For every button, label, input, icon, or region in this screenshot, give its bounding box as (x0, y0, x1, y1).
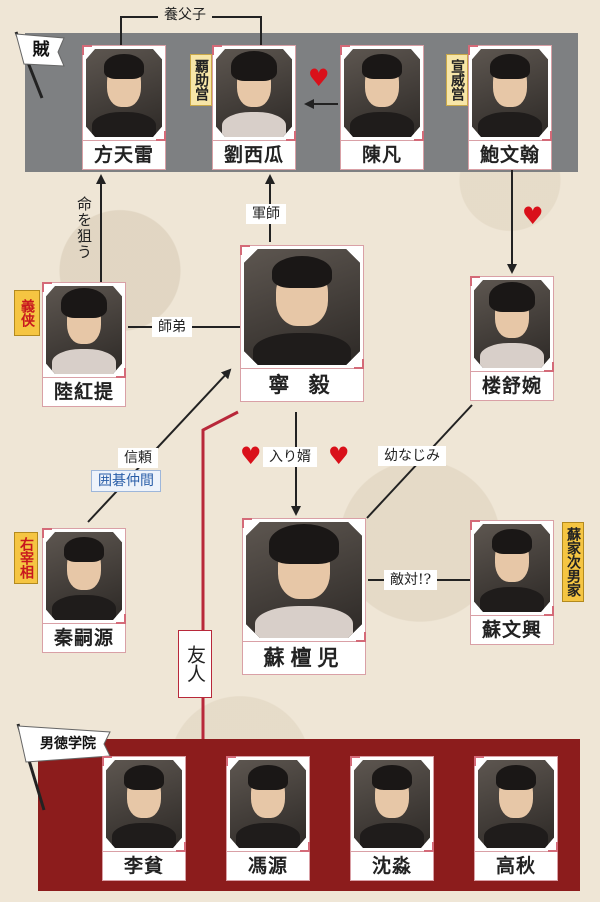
portrait-gao-qiu (478, 760, 554, 848)
qin-to-ning-line (87, 368, 232, 523)
name-su-tanger: 蘇檀児 (242, 642, 366, 675)
tag-su-wenxing: 蘇家次男家 (562, 522, 584, 602)
card-shen-miao[interactable]: 沈淼 (350, 756, 434, 881)
name-li-pin: 李貧 (102, 852, 186, 881)
card-feng-yuan[interactable]: 馮源 (226, 756, 310, 881)
portrait-frame (470, 520, 554, 616)
heart-icon: ♥ (522, 202, 544, 230)
card-chen-fan[interactable]: 陳凡 (340, 45, 424, 170)
portrait-su-wenxing (474, 524, 550, 612)
label-rival: 敵対!? (384, 570, 438, 590)
tag-liu-xigua: 覇助営 (190, 54, 212, 106)
portrait-frame (42, 528, 126, 624)
portrait-frame (212, 45, 296, 141)
card-li-pin[interactable]: 李貧 (102, 756, 186, 881)
card-lu-hongti[interactable]: 陸紅提 (42, 282, 126, 407)
portrait-frame (470, 276, 554, 372)
heart-icon: ♥ (240, 442, 262, 470)
school-flag: 男徳学院 (4, 722, 114, 812)
portrait-feng-yuan (230, 760, 306, 848)
bandits-flag: 賊 (6, 30, 66, 100)
portrait-liu-xigua (216, 49, 292, 137)
card-qin-siyuan[interactable]: 秦嗣源 (42, 528, 126, 653)
name-shen-miao: 沈淼 (350, 852, 434, 881)
portrait-shen-miao (354, 760, 430, 848)
flagpole-icon (16, 723, 111, 811)
portrait-frame (340, 45, 424, 141)
label-adoptive: 養父子 (158, 5, 212, 25)
name-liu-xigua: 劉西瓜 (212, 141, 296, 170)
portrait-su-tanger (246, 522, 362, 638)
portrait-fang-tianlei (86, 49, 162, 137)
portrait-frame (82, 45, 166, 141)
card-bao-wenhan[interactable]: 鮑文翰 (468, 45, 552, 170)
portrait-ning-yi (244, 249, 360, 365)
heart-icon: ♥ (308, 64, 330, 92)
portrait-frame (468, 45, 552, 141)
portrait-frame (42, 282, 126, 378)
name-lu-hongti: 陸紅提 (42, 378, 126, 407)
portrait-qin-siyuan (46, 532, 122, 620)
label-go: 囲碁仲間 (91, 470, 161, 492)
card-fang-tianlei[interactable]: 方天雷 (82, 45, 166, 170)
label-assassin: 命を狙う (75, 196, 93, 260)
portrait-frame (240, 245, 364, 369)
bandits-flag-label: 賊 (32, 40, 50, 60)
card-liu-xigua[interactable]: 劉西瓜 (212, 45, 296, 170)
label-trust: 信頼 (118, 448, 158, 468)
name-ning-yi: 寧 毅 (240, 369, 364, 402)
card-su-tanger[interactable]: 蘇檀児 (242, 518, 366, 675)
tag-qin-siyuan: 右宰相 (14, 532, 38, 584)
portrait-frame (102, 756, 186, 852)
portrait-frame (350, 756, 434, 852)
name-bao-wenhan: 鮑文翰 (468, 141, 552, 170)
label-strategist: 軍師 (246, 204, 286, 224)
label-childhood: 幼なじみ (378, 446, 446, 466)
card-ning-yi[interactable]: 寧 毅 (240, 245, 364, 402)
flagpole-icon (14, 31, 65, 99)
label-brother: 師弟 (152, 317, 192, 337)
label-friend: 友人 (178, 630, 212, 698)
tag-bao-wenhan: 宣威営 (446, 54, 468, 106)
name-chen-fan: 陳凡 (340, 141, 424, 170)
portrait-frame (226, 756, 310, 852)
portrait-li-pin (106, 760, 182, 848)
name-qin-siyuan: 秦嗣源 (42, 624, 126, 653)
name-gao-qiu: 高秋 (474, 852, 558, 881)
name-feng-yuan: 馮源 (226, 852, 310, 881)
portrait-lou-shuwan (474, 280, 550, 368)
portrait-frame (474, 756, 558, 852)
label-married-in: 入り婿 (263, 447, 317, 467)
card-su-wenxing[interactable]: 蘇文興 (470, 520, 554, 645)
name-su-wenxing: 蘇文興 (470, 616, 554, 645)
card-lou-shuwan[interactable]: 楼舒婉 (470, 276, 554, 401)
heart-icon: ♥ (328, 442, 350, 470)
name-fang-tianlei: 方天雷 (82, 141, 166, 170)
portrait-frame (242, 518, 366, 642)
card-gao-qiu[interactable]: 高秋 (474, 756, 558, 881)
portrait-lu-hongti (46, 286, 122, 374)
school-flag-label: 男徳学院 (40, 736, 96, 752)
portrait-bao-wenhan (472, 49, 548, 137)
portrait-chen-fan (344, 49, 420, 137)
name-lou-shuwan: 楼舒婉 (470, 372, 554, 401)
tag-lu-hongti: 義侠 (14, 290, 40, 336)
